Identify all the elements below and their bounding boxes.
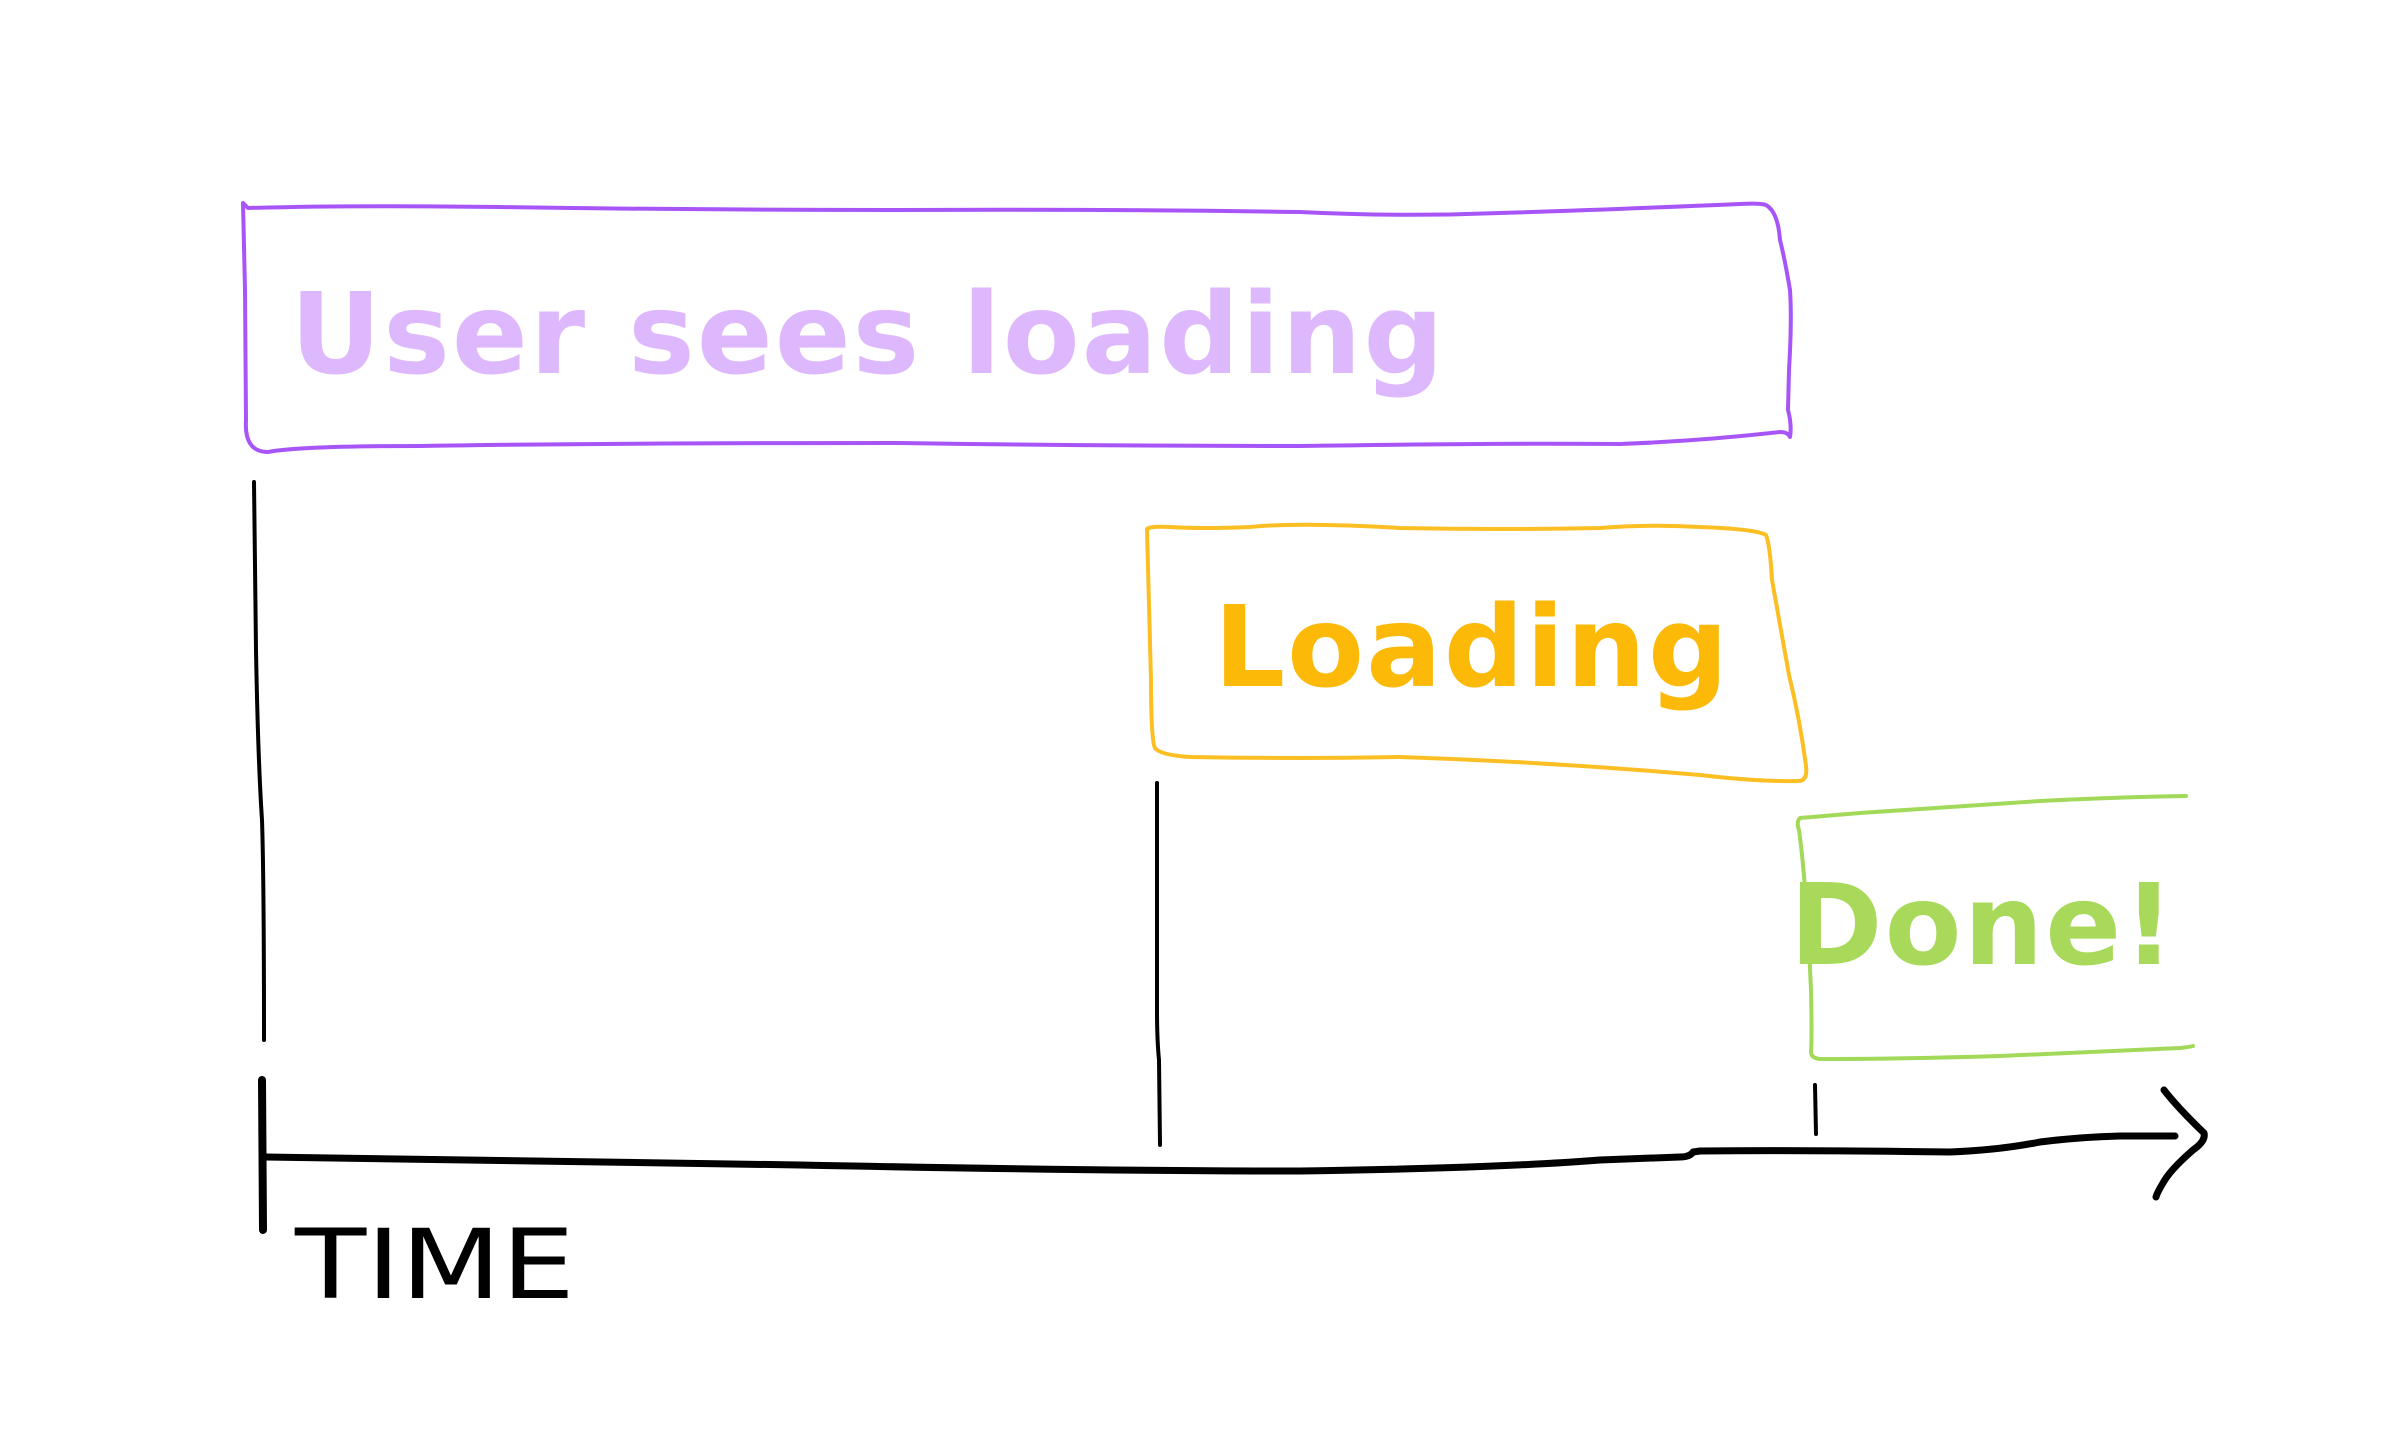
- time-axis-arrowhead: [2152, 1086, 2208, 1201]
- time-axis: TIME: [258, 1076, 2208, 1321]
- phase-box-done: [1795, 794, 2195, 1061]
- time-axis-line: [261, 1132, 2179, 1175]
- phase-loading: Loading: [1145, 522, 1809, 1147]
- phase-label-user-sees-loading: User sees loading: [290, 270, 1445, 400]
- phase-done: Done!: [1790, 794, 2195, 1136]
- phase-start-tick-done: [1813, 1083, 1818, 1136]
- phase-box-user-sees-loading: [241, 201, 1793, 454]
- phase-start-tick-user-sees-loading: [252, 480, 266, 1042]
- phase-label-done: Done!: [1790, 861, 2177, 991]
- phase-box-loading: [1145, 522, 1809, 784]
- phase-user-sees-loading: User sees loading: [241, 201, 1793, 1042]
- time-axis-label: TIME: [294, 1209, 575, 1321]
- phase-label-loading: Loading: [1214, 583, 1730, 713]
- phase-start-tick-loading: [1155, 781, 1162, 1147]
